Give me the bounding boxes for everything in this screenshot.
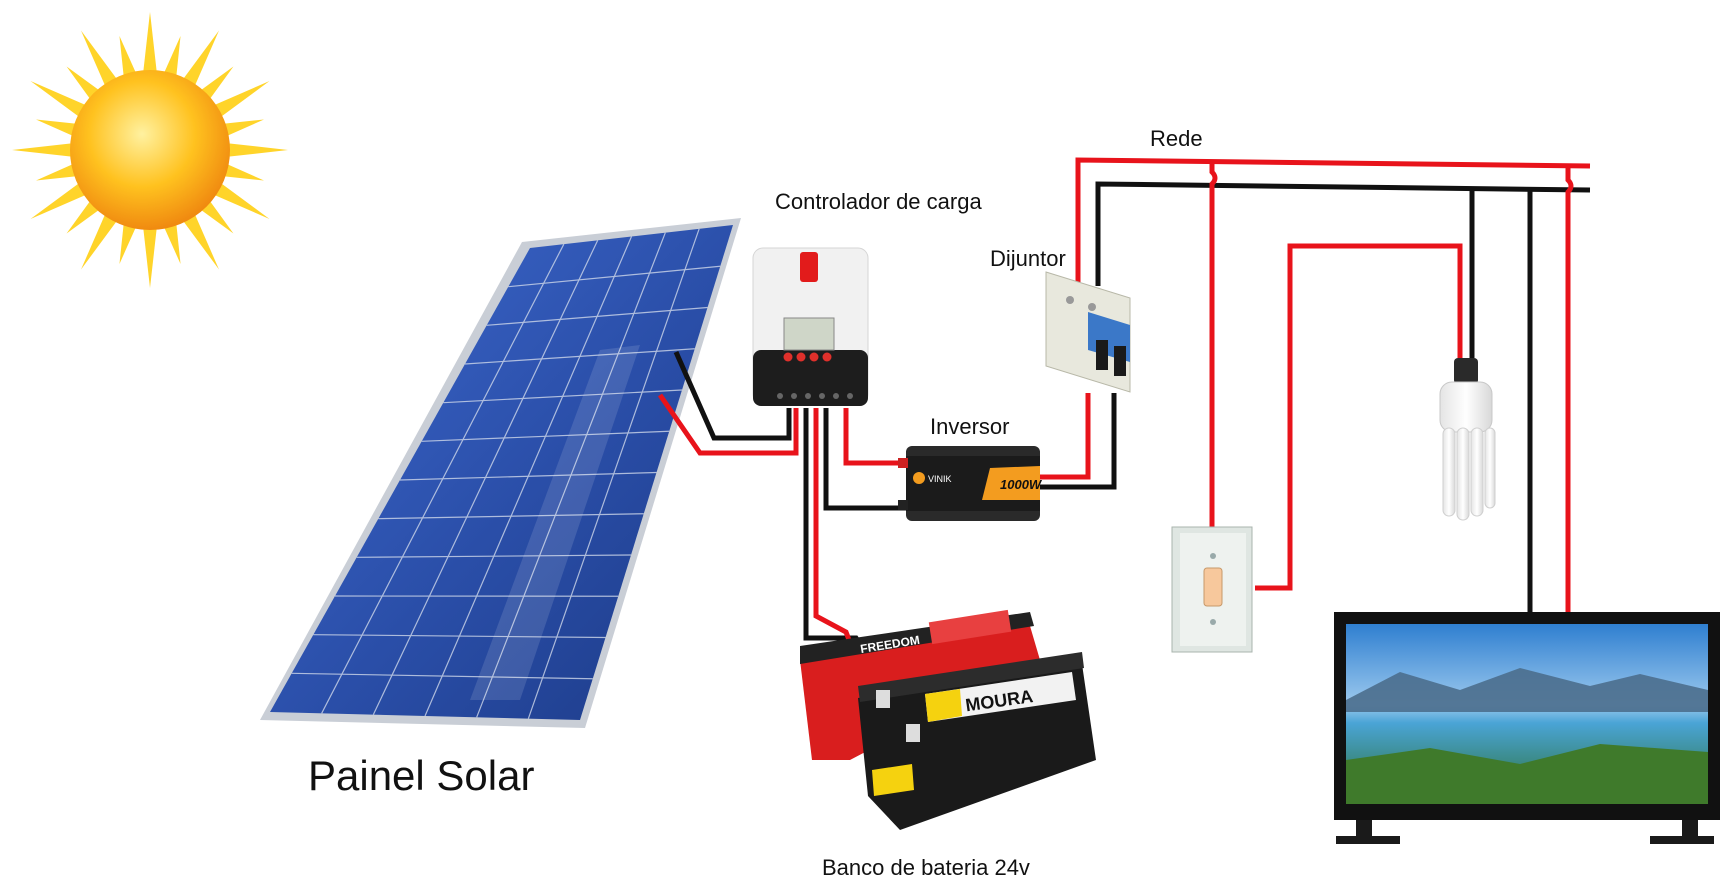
battery-bank-label: Banco de bateria 24v (822, 855, 1030, 881)
light-bulb-icon (1440, 358, 1495, 520)
inverter-label: Inversor (930, 414, 1009, 440)
sun-core (70, 70, 230, 230)
inverter-brand: VINIK (928, 474, 952, 484)
solar-panel-label: Painel Solar (308, 752, 534, 800)
inverter-rating: 1000W (1000, 477, 1043, 492)
network-label: Rede (1150, 126, 1203, 152)
breaker-to-network-positive (1078, 160, 1590, 286)
charge-controller-label: Controlador de carga (775, 189, 982, 215)
controller-to-inverter-negative (826, 408, 910, 508)
controller-to-inverter-positive (846, 408, 910, 463)
inverter: VINIK 1000W (898, 446, 1043, 521)
tv-positive (1568, 165, 1571, 618)
inverter-to-breaker-positive (1040, 393, 1088, 477)
breaker-label: Dijuntor (990, 246, 1066, 272)
light-switch (1172, 527, 1252, 652)
television (1334, 612, 1720, 844)
charge-controller (753, 248, 868, 406)
battery-bank: FREEDOM MOURA (800, 610, 1096, 830)
sun-icon (12, 12, 288, 288)
inverter-to-breaker-negative (1040, 393, 1114, 487)
switch-to-lamp-positive (1255, 246, 1460, 588)
solar-panel (260, 218, 741, 728)
circuit-breaker (1046, 272, 1130, 392)
breaker-to-network-negative (1098, 184, 1590, 286)
switch-feed-positive (1212, 160, 1215, 527)
